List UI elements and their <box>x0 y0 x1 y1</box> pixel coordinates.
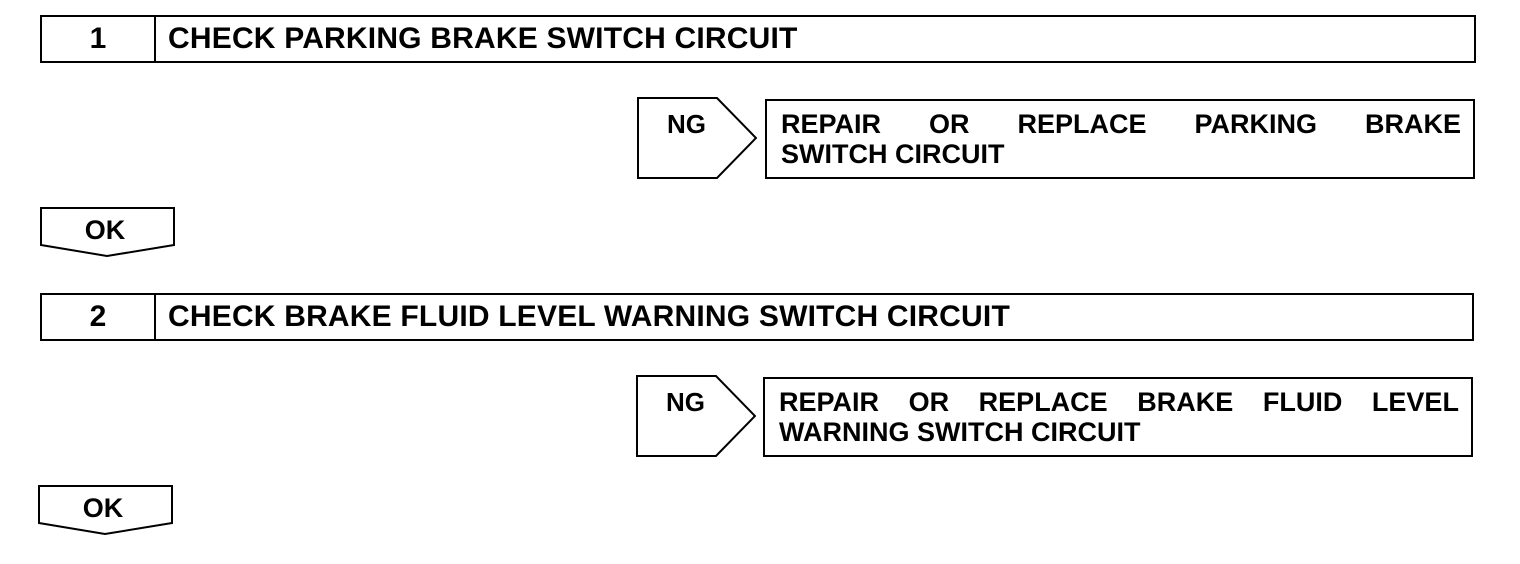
ok-label: OK <box>84 215 126 245</box>
step-2-box: 2 CHECK BRAKE FLUID LEVEL WARNING SWITCH… <box>40 293 1474 341</box>
word: PARKING <box>1194 109 1317 139</box>
step-title: CHECK PARKING BRAKE SWITCH CIRCUIT <box>168 22 798 55</box>
word: FLUID <box>1262 387 1343 417</box>
word: BRAKE <box>1137 387 1234 417</box>
ng-action-box: REPAIR OR REPLACE PARKING BRAKE SWITCH C… <box>765 99 1475 179</box>
step-title: CHECK BRAKE FLUID LEVEL WARNING SWITCH C… <box>168 300 1010 333</box>
word: REPAIR <box>781 109 882 139</box>
step-number: 1 <box>42 17 156 61</box>
word: LEVEL <box>1371 387 1459 417</box>
ng-action-box: REPAIR OR REPLACE BRAKE FLUID LEVEL WARN… <box>763 377 1473 457</box>
ok-arrow: OK <box>38 485 174 535</box>
step-1-box: 1 CHECK PARKING BRAKE SWITCH CIRCUIT <box>40 15 1476 63</box>
word: BRAKE <box>1364 109 1461 139</box>
ok-label: OK <box>82 493 124 523</box>
word: OR <box>929 109 970 139</box>
word: REPLACE <box>1017 109 1147 139</box>
ng-action-line1: REPAIR OR REPLACE BRAKE FLUID LEVEL <box>779 387 1459 417</box>
ok-arrow: OK <box>40 207 176 257</box>
word: REPAIR <box>779 387 880 417</box>
ng-action-line1: REPAIR OR REPLACE PARKING BRAKE <box>781 109 1461 139</box>
ng-arrow: NG <box>637 97 757 179</box>
ng-action-line2: SWITCH CIRCUIT <box>781 139 1005 169</box>
ng-action-line2: WARNING SWITCH CIRCUIT <box>779 417 1141 447</box>
ng-label: NG <box>667 109 706 139</box>
word: OR <box>908 387 950 417</box>
step-number: 2 <box>42 295 156 339</box>
word: REPLACE <box>978 387 1108 417</box>
ng-label: NG <box>666 387 705 417</box>
ng-arrow: NG <box>636 375 756 457</box>
